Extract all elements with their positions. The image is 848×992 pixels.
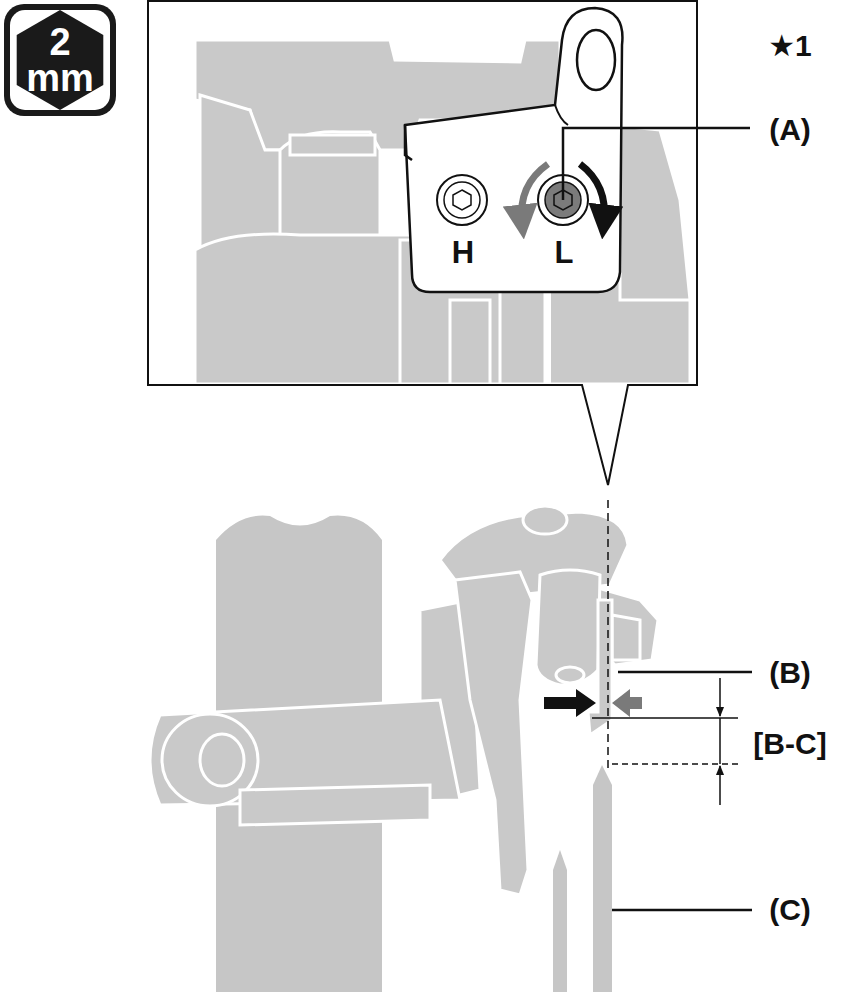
part-letter: (C) xyxy=(769,895,811,925)
screw-letter: L xyxy=(555,237,574,268)
screw-letter: H xyxy=(452,237,474,268)
dimension-label: [B-C] xyxy=(753,729,826,759)
tool-size-badge: 2 mm xyxy=(2,2,118,118)
main-view xyxy=(150,500,752,992)
part-letter: (A) xyxy=(769,115,811,145)
part-letter: (B) xyxy=(769,658,811,688)
detail-inset xyxy=(148,1,750,485)
tool-size: 2 mm xyxy=(25,24,95,96)
callout-number: ★1 xyxy=(768,31,812,61)
